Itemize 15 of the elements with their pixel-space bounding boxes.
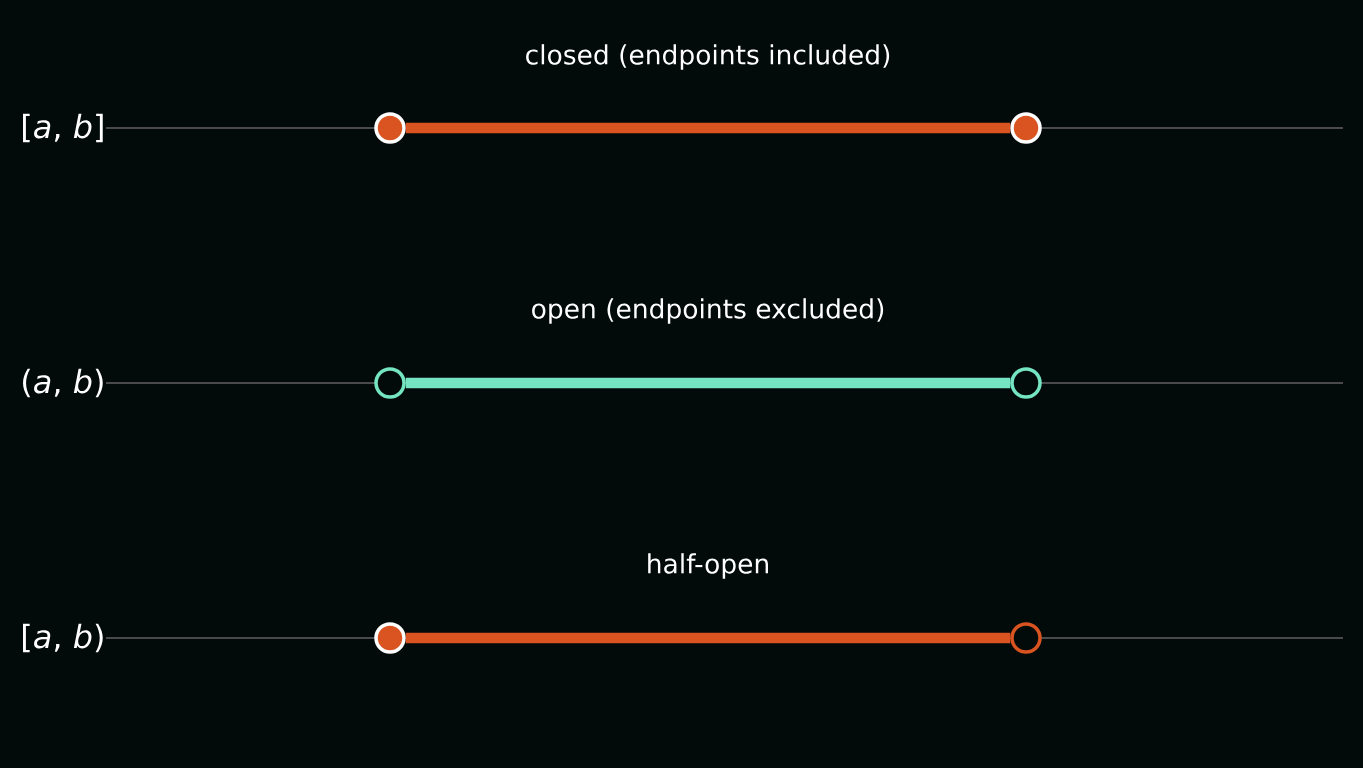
interval-notation: [a, b)	[23, 623, 103, 653]
row-title: open (endpoints excluded)	[532, 298, 884, 324]
interval-notation: (a, b)	[23, 368, 103, 398]
endpoint-circle	[1010, 367, 1042, 399]
row-title: half-open	[648, 553, 768, 579]
interval-segment	[405, 122, 1011, 134]
endpoint-dot	[1010, 112, 1042, 144]
row-title: closed (endpoints included)	[526, 44, 890, 70]
endpoint-dot	[374, 112, 406, 144]
interval-notation: [a, b]	[23, 113, 103, 143]
endpoint-circle	[374, 367, 406, 399]
endpoint-circle	[1010, 622, 1042, 654]
endpoint-dot	[374, 622, 406, 654]
interval-segment	[405, 377, 1011, 389]
interval-segment	[405, 632, 1011, 644]
